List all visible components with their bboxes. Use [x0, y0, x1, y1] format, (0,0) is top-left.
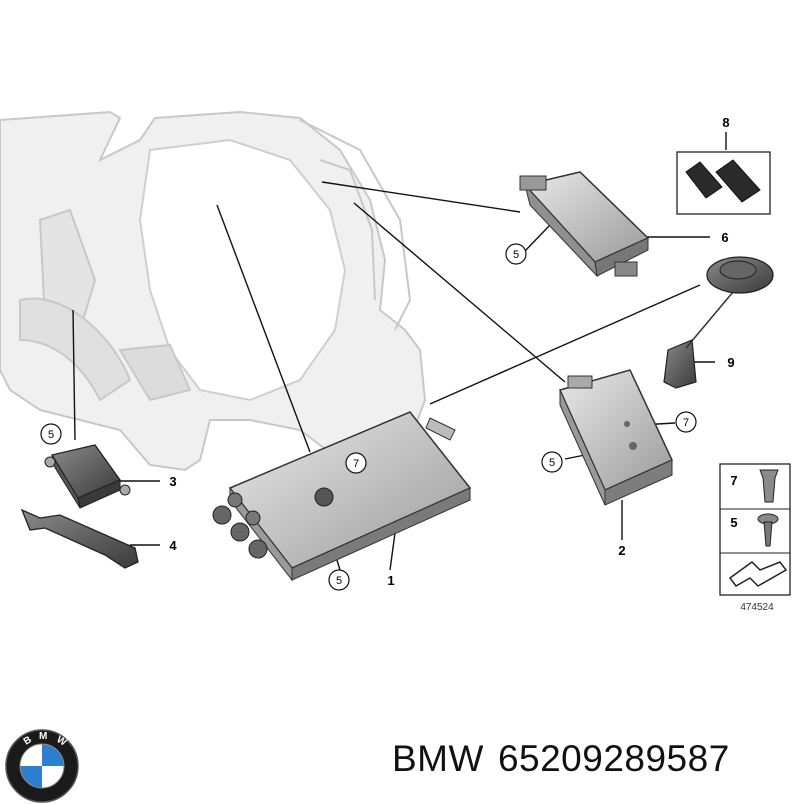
- label-part-4: 4: [169, 538, 177, 553]
- nut-icon: [759, 469, 779, 503]
- label-part-6: 6: [721, 230, 728, 245]
- label-part-9: 9: [727, 355, 734, 370]
- callout-5-b: 5: [513, 249, 519, 261]
- callout-labels: 5 5 5 5 7 7 1 2 3 4 6 8 9 7 5 474524: [48, 115, 774, 613]
- part-9-antenna-base: [663, 256, 774, 389]
- part-number: 65209289587: [497, 738, 730, 779]
- part-4-bracket: [20, 508, 139, 569]
- part-3-control-unit: [44, 444, 131, 509]
- part-8-pad-box: [676, 151, 771, 215]
- direction-arrow-icon: [728, 561, 788, 587]
- legend-number-5: 5: [730, 515, 737, 530]
- fastener-legend: [719, 463, 791, 596]
- label-part-3: 3: [169, 474, 176, 489]
- callout-5-c: 5: [549, 457, 555, 469]
- screw-icon: [757, 513, 779, 547]
- svg-text:M: M: [39, 731, 47, 742]
- bmw-logo: B M W: [5, 729, 79, 803]
- brand-name: BMW: [392, 738, 484, 779]
- label-part-8: 8: [722, 115, 729, 130]
- part-1-antenna-module: [212, 411, 472, 582]
- label-part-2: 2: [618, 543, 625, 558]
- legend-number-7: 7: [730, 473, 737, 488]
- leader-lines: [72, 132, 727, 571]
- svg-text:B: B: [22, 734, 34, 747]
- label-part-1: 1: [387, 573, 394, 588]
- part-number-caption: BMW 65209289587: [392, 738, 744, 780]
- callout-7-a: 7: [353, 458, 359, 470]
- callout-circles: [40, 243, 697, 591]
- body-frame-illustration: [0, 110, 427, 472]
- part-6-amplifier: [519, 171, 650, 278]
- part-2-amplifier: [558, 369, 674, 506]
- callout-7-b: 7: [683, 417, 689, 429]
- callout-5-d: 5: [336, 575, 342, 587]
- callout-5-a: 5: [48, 429, 54, 441]
- reference-code: 474524: [740, 602, 774, 613]
